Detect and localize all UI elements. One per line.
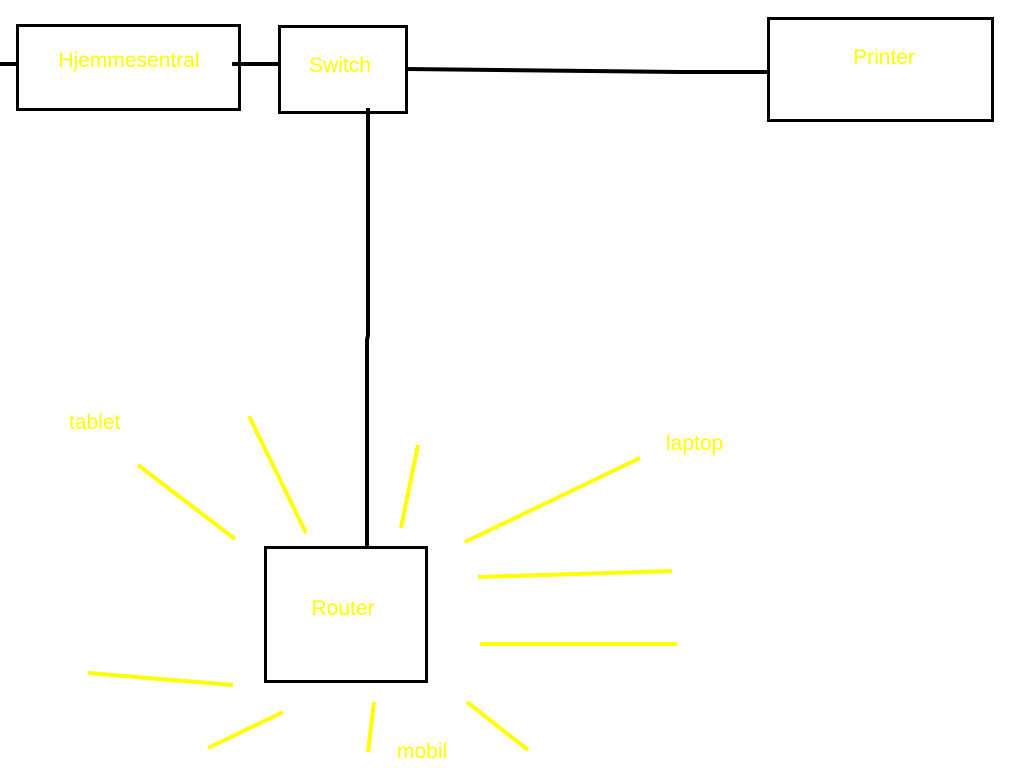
wireless-ray — [477, 569, 673, 579]
router-label: Router — [311, 597, 374, 620]
printer-label: Printer — [853, 46, 915, 69]
mobil-label: mobil — [397, 740, 447, 763]
wireless-signals — [87, 415, 677, 753]
hjemmesentral-label: Hjemmesentral — [58, 49, 199, 72]
switch-label: Switch — [309, 54, 371, 77]
wireless-ray — [207, 710, 284, 750]
wireless-ray — [136, 463, 237, 541]
node-switch: Switch — [278, 25, 408, 114]
tablet-label: tablet — [69, 411, 121, 434]
node-router: Router — [264, 546, 428, 683]
wireless-ray — [366, 701, 376, 753]
link-switch-printer — [406, 67, 770, 74]
hjemmesentral-box — [16, 24, 241, 111]
switch-box — [278, 25, 408, 114]
link-switch-router — [365, 108, 370, 548]
wired-links — [0, 62, 770, 548]
laptop-label: laptop — [666, 432, 723, 455]
wireless-ray — [465, 700, 530, 752]
router-box — [264, 546, 428, 683]
node-printer: Printer — [767, 17, 994, 122]
printer-box — [767, 17, 994, 122]
wireless-ray — [87, 671, 234, 687]
wireless-ray — [247, 415, 308, 534]
node-hjemmesentral: Hjemmesentral — [16, 24, 241, 111]
wireless-ray — [399, 444, 420, 529]
wireless-ray — [464, 456, 641, 544]
